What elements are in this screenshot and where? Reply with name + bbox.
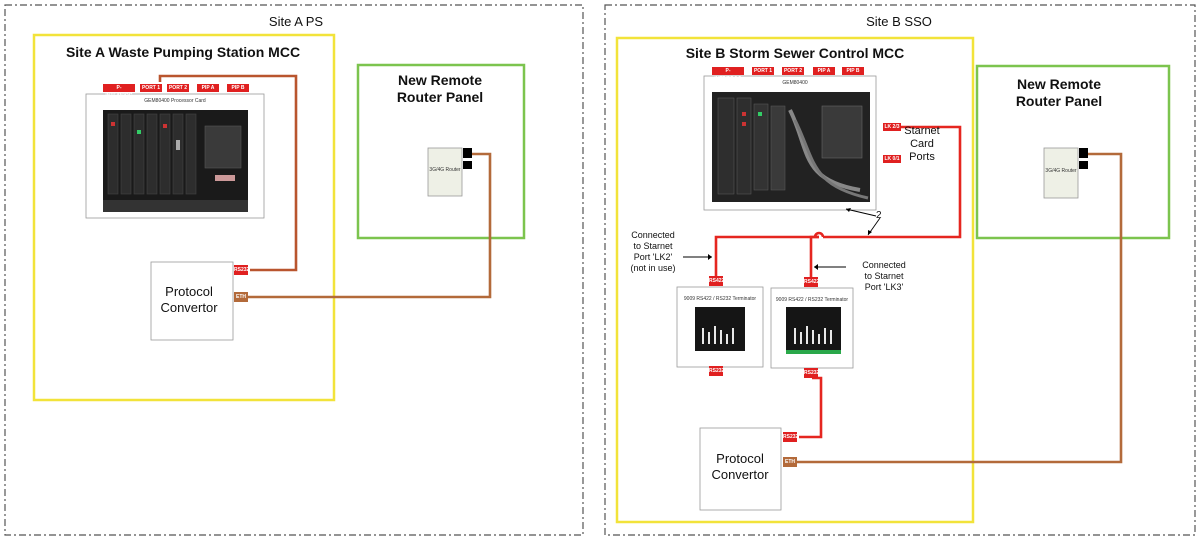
site-a-boundary <box>4 4 584 536</box>
note-lk2-line2: to Starnet <box>633 241 673 251</box>
site-a-rs232-connector: RS232 <box>234 265 250 275</box>
site-b-router-panel-title-line1: New Remote <box>1016 76 1102 92</box>
site-a-router-panel-title-line1: New Remote <box>397 72 483 88</box>
site-b-port-1: PORT 1 <box>752 67 774 75</box>
site-b-mcc-title: Site B Storm Sewer Control MCC <box>685 45 905 61</box>
site-b-lk3-drop-cable <box>809 235 819 277</box>
site-a-router-port-1 <box>463 148 472 158</box>
note-lk2-line1: Connected <box>631 230 675 240</box>
terminator-1-rs232: RS232 <box>709 366 725 376</box>
site-b-eth-connector: ETH 1 <box>783 457 797 475</box>
site-b-port-pip-b: PIP B <box>842 67 864 75</box>
terminator-2-rs232: RS232 <box>804 368 820 378</box>
site-b-label: Site B SSO <box>866 14 932 29</box>
site-a-port-pip-b: PIP B <box>227 84 249 92</box>
note-lk2: Connected to Starnet Port 'LK2' (not in … <box>630 230 675 274</box>
site-a-label: Site A PS <box>268 14 324 29</box>
starnet-card-ports-label: Starnet Card Ports <box>904 125 939 164</box>
terminator-1-label: 9009 RS422 / RS232 Terminator <box>683 296 757 302</box>
site-a-port-intf-prog: P-INTF/PROG <box>103 84 135 99</box>
terminator-1-rs422: RS422 <box>709 276 725 286</box>
site-b-router-panel-box <box>975 64 1171 240</box>
note-lk3-line1: Connected <box>862 260 906 270</box>
site-a-protocol-convertor-box <box>150 261 234 341</box>
site-b-router-port-2 <box>1079 161 1088 169</box>
site-a-router <box>427 147 463 197</box>
site-a-eth-connector: ETH 1 <box>234 292 248 310</box>
site-a-card-label: GEM80400 Processor Card <box>144 98 206 104</box>
site-b-convertor-to-router-cable <box>797 152 1123 464</box>
site-b-starnet-port-lk23: LK 2/3 <box>883 123 901 131</box>
site-a-protocol-convertor-label: Protocol Convertor <box>160 284 217 316</box>
site-a-router-panel-title-line2: Router Panel <box>396 89 484 105</box>
site-b-boundary <box>604 4 1196 536</box>
site-a-port-2: PORT 2 <box>167 84 189 92</box>
site-b-protocol-convertor-line2: Convertor <box>711 467 769 482</box>
site-a-mcc-title: Site A Waste Pumping Station MCC <box>65 44 301 60</box>
site-b-router-label: 3G/4G Router <box>1045 168 1077 174</box>
site-b-mcc-box <box>615 36 975 524</box>
site-a-convertor-to-router-cable <box>248 152 492 299</box>
site-a-protocol-convertor-line1: Protocol <box>165 284 213 299</box>
site-a-router-label: 3G/4G Router <box>429 167 461 173</box>
site-a-port-1: PORT 1 <box>140 84 162 92</box>
terminator-leds <box>702 326 832 344</box>
site-a-port1-to-convertor-cable <box>158 74 298 272</box>
site-b-port-2: PORT 2 <box>782 67 804 75</box>
site-b-router-panel-title-line2: Router Panel <box>1015 93 1103 109</box>
site-b-protocol-convertor-label: Protocol Convertor <box>711 451 768 483</box>
site-a-router-panel-title: New Remote Router Panel <box>397 72 483 106</box>
site-b-protocol-convertor-line1: Protocol <box>716 451 764 466</box>
note-lk2-line4: (not in use) <box>630 263 676 273</box>
site-b-card-label: GEM80400 <box>782 80 808 86</box>
site-b-port-pip-a: PIP A <box>813 67 835 75</box>
starnet-label-line2: Card <box>910 138 934 150</box>
terminator-2-rs422: RS422 <box>804 277 820 287</box>
site-b-starnet-port-lk01: LK 0/1 <box>883 155 901 163</box>
arrowheads <box>708 208 872 270</box>
site-a-processor-rack-image <box>103 110 248 212</box>
starnet-label-line1: Starnet <box>904 125 940 137</box>
site-b-port-intf-prog: P-INTF/PROG <box>712 67 744 82</box>
note-lk3-line2: to Starnet <box>864 271 904 281</box>
terminator-2-label: 9009 RS422 / RS232 Terminator <box>775 297 849 303</box>
note-lk3: Connected to Starnet Port 'LK3' <box>862 260 906 293</box>
note-lk3-line3: Port 'LK3' <box>864 282 904 292</box>
site-a-mcc-box <box>32 33 336 402</box>
site-b-router-port-1 <box>1079 148 1088 158</box>
site-b-protocol-convertor-box <box>699 427 782 511</box>
site-a-port-pip-a: PIP A <box>197 84 219 92</box>
arrow-marker-2-to-cable-left <box>845 208 877 217</box>
site-b-terminator-to-convertor-cable <box>799 376 823 439</box>
site-b-lk2-branch-cable <box>714 235 819 276</box>
site-a-router-panel-box <box>356 63 526 240</box>
note-lk2-line3: Port 'LK2' <box>633 252 673 262</box>
site-b-processor-rack-image <box>712 92 870 202</box>
site-a-router-port-2 <box>463 161 472 169</box>
site-a-protocol-convertor-line2: Convertor <box>160 300 218 315</box>
cable-marker-2: 2 <box>876 210 882 221</box>
site-b-starnet-lk23-cable <box>823 125 962 239</box>
starnet-label-line3: Ports <box>909 151 935 163</box>
site-b-router-panel-title: New Remote Router Panel <box>1016 76 1102 110</box>
site-b-rs232-connector: RS232 <box>783 432 799 442</box>
site-b-router <box>1043 147 1079 199</box>
terminator-terminals <box>786 350 841 354</box>
